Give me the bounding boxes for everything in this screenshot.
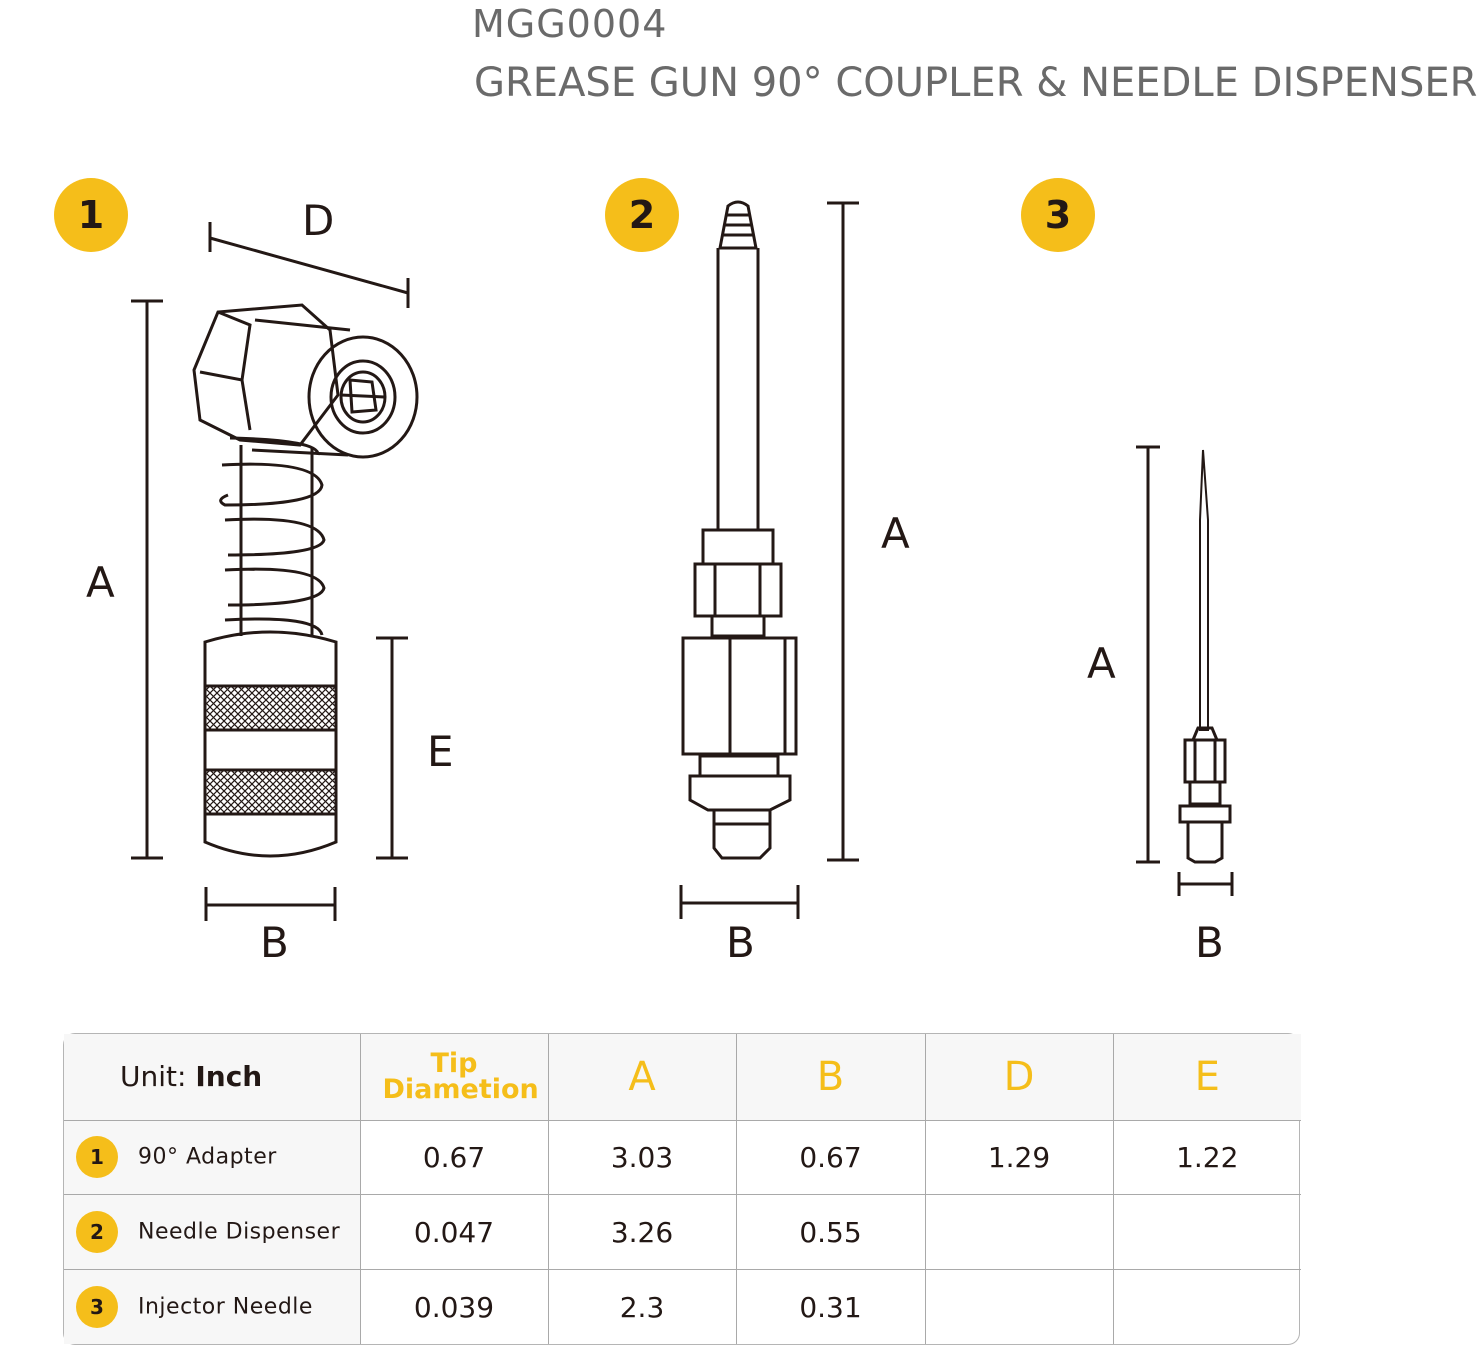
parts-drawing bbox=[131, 200, 1234, 921]
row-badge: 2 bbox=[76, 1211, 118, 1254]
header-tip-diametion: Tip Diametion bbox=[359, 1034, 549, 1121]
row-name: Injector Needle bbox=[138, 1294, 313, 1320]
cell-e: 1.22 bbox=[1112, 1119, 1301, 1196]
table-header-row: Unit: Inch Tip Diametion A B D E bbox=[64, 1034, 1301, 1121]
row-name-cell: 3 Injector Needle bbox=[64, 1269, 361, 1344]
cell-a: 3.26 bbox=[547, 1194, 737, 1271]
cell-b: 0.31 bbox=[735, 1269, 926, 1344]
dim-label-1-a: A bbox=[86, 558, 115, 607]
header-e: E bbox=[1112, 1034, 1301, 1121]
dim-label-1-b: B bbox=[260, 918, 289, 967]
header-b: B bbox=[735, 1034, 926, 1121]
row-name: Needle Dispenser bbox=[138, 1219, 341, 1245]
dim-label-1-e: E bbox=[427, 727, 454, 776]
row-name-cell: 1 90° Adapter bbox=[64, 1119, 361, 1196]
unit-value: Inch bbox=[195, 1060, 263, 1094]
dim-label-3-b: B bbox=[1195, 918, 1224, 967]
cell-tip: 0.67 bbox=[359, 1119, 549, 1196]
badge-2: 2 bbox=[605, 178, 679, 252]
cell-d: 1.29 bbox=[924, 1119, 1114, 1196]
dim-label-3-a: A bbox=[1087, 639, 1116, 688]
cell-a: 3.03 bbox=[547, 1119, 737, 1196]
header-d: D bbox=[924, 1034, 1114, 1121]
header-a: A bbox=[547, 1034, 737, 1121]
badge-3: 3 bbox=[1021, 178, 1095, 252]
cell-b: 0.55 bbox=[735, 1194, 926, 1271]
row-badge: 1 bbox=[76, 1136, 118, 1179]
product-title: GREASE GUN 90° COUPLER & NEEDLE DISPENSE… bbox=[474, 60, 1477, 106]
needle-dispenser-drawing bbox=[679, 200, 859, 919]
cell-e bbox=[1112, 1194, 1301, 1271]
cell-a: 2.3 bbox=[547, 1269, 737, 1344]
table-row: 2 Needle Dispenser 0.047 3.26 0.55 bbox=[64, 1194, 1301, 1271]
cell-tip: 0.039 bbox=[359, 1269, 549, 1344]
model-number: MGG0004 bbox=[472, 2, 668, 46]
injector-needle-drawing bbox=[1136, 445, 1234, 896]
cell-tip: 0.047 bbox=[359, 1194, 549, 1271]
spec-table: Unit: Inch Tip Diametion A B D E 1 90° Ad… bbox=[63, 1033, 1301, 1345]
cell-b: 0.67 bbox=[735, 1119, 926, 1196]
adapter-90-drawing bbox=[131, 222, 419, 921]
badge-1: 1 bbox=[54, 178, 128, 252]
table-row: 3 Injector Needle 0.039 2.3 0.31 bbox=[64, 1269, 1301, 1344]
table-row: 1 90° Adapter 0.67 3.03 0.67 1.29 1.22 bbox=[64, 1119, 1301, 1196]
dim-label-1-d: D bbox=[302, 196, 335, 245]
dim-label-2-a: A bbox=[881, 509, 910, 558]
row-badge: 3 bbox=[76, 1286, 118, 1329]
unit-label: Unit: bbox=[120, 1060, 196, 1094]
unit-cell: Unit: Inch bbox=[64, 1034, 361, 1121]
cell-e bbox=[1112, 1269, 1301, 1344]
row-name: 90° Adapter bbox=[138, 1144, 277, 1170]
dim-label-2-b: B bbox=[726, 918, 755, 967]
cell-d bbox=[924, 1194, 1114, 1271]
cell-d bbox=[924, 1269, 1114, 1344]
row-name-cell: 2 Needle Dispenser bbox=[64, 1194, 361, 1271]
